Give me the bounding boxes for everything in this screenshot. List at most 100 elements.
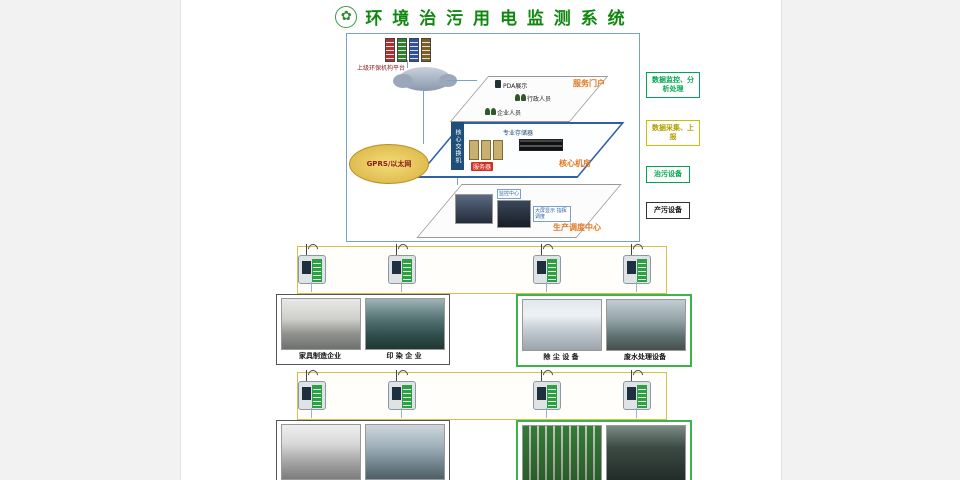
terminal-body [388, 381, 416, 410]
connector-line [546, 282, 547, 292]
signal-icon [395, 367, 411, 383]
admin-users-label: 行政人员 [515, 94, 551, 103]
server-tower-icon [481, 140, 491, 160]
photo-paper-mill [281, 424, 361, 480]
antenna-icon [631, 370, 632, 381]
signal-icon [630, 367, 646, 383]
enterprise-group-row2 [276, 420, 450, 480]
brand-logo-icon: ✿ [335, 5, 358, 28]
photo-furniture-factory [281, 298, 361, 350]
connector-line [311, 282, 312, 292]
power-monitor-terminal [623, 367, 651, 410]
antenna-icon [541, 244, 542, 255]
photo-green-scrubber-tower [522, 425, 602, 480]
pda-label: PDA展示 [495, 80, 527, 90]
connector-line [407, 60, 408, 68]
antenna-icon [306, 244, 307, 255]
upper-org-servers-icon [385, 38, 433, 66]
pda-text: PDA展示 [503, 83, 528, 90]
antenna-icon [396, 244, 397, 255]
terminal-label-strip [312, 259, 322, 282]
caption-dyeing: 印 染 企 业 [386, 352, 422, 360]
terminal-label-strip [312, 385, 322, 408]
terminal-body [623, 381, 651, 410]
terminal-label-strip [637, 385, 647, 408]
signal-icon [395, 241, 411, 257]
internet-cloud-bump-icon [393, 74, 413, 88]
person-icon [515, 94, 520, 101]
terminal-screen [627, 387, 636, 400]
signal-icon [305, 241, 321, 257]
pda-icon [495, 80, 501, 88]
gprs-label: GPRS/以太网 [366, 160, 412, 168]
photo-chemical-plant [365, 424, 445, 480]
server-rack-icon [385, 38, 395, 62]
content-area: ✿ 环 境 治 污 用 电 监 测 系 统 上级环保机构平台 PDA展示 行政人… [180, 0, 782, 480]
server-tower-icon [469, 140, 479, 160]
caption-wastewater: 废水处理设备 [624, 353, 666, 361]
enterprise-users-text: 企业人员 [497, 110, 522, 117]
dispatch-label-1: 监控中心 [497, 189, 522, 199]
server-rack-icon [409, 38, 419, 62]
terminal-body [623, 255, 651, 284]
legend-pollution-equipment: 产污设备 [646, 202, 690, 220]
connector-line [636, 408, 637, 418]
terminal-group-row1 [297, 246, 667, 294]
power-monitor-terminal [388, 367, 416, 410]
treatment-group-row1: 除 尘 设 备 废水处理设备 [516, 294, 692, 367]
server-tower-icon [493, 140, 503, 160]
photo-dust-removal [522, 299, 602, 351]
caption-furniture: 家具制造企业 [299, 352, 341, 360]
page-title: 环 境 治 污 用 电 监 测 系 统 [365, 9, 627, 29]
person-icon [521, 94, 526, 101]
person-icon [485, 108, 490, 115]
connector-line [447, 80, 477, 81]
power-monitor-terminal [298, 367, 326, 410]
signal-icon [630, 241, 646, 257]
photo-control-screen [497, 200, 531, 228]
power-monitor-terminal [388, 241, 416, 284]
server-label: 服务器 [471, 162, 494, 171]
connector-line [423, 91, 424, 144]
terminal-label-strip [637, 259, 647, 282]
connector-line [311, 408, 312, 418]
server-rack-icon [397, 38, 407, 62]
antenna-icon [396, 370, 397, 381]
legend-data-collect: 数据采集、上报 [646, 120, 700, 147]
core-switch: 核心交换机 [451, 122, 464, 170]
terminal-body [533, 255, 561, 284]
terminal-screen [392, 387, 401, 400]
terminal-label-strip [547, 259, 557, 282]
terminal-screen [302, 387, 311, 400]
dispatch-label-2: 大屏显示 指挥调度 [533, 206, 571, 222]
antenna-icon [306, 370, 307, 381]
caption-dust: 除 尘 设 备 [543, 353, 579, 361]
antenna-icon [631, 244, 632, 255]
photo-dyeing-factory [365, 298, 445, 350]
header: ✿ 环 境 治 污 用 电 监 测 系 统 [181, 4, 781, 29]
antenna-icon [541, 370, 542, 381]
connector-line [636, 282, 637, 292]
terminal-label-strip [547, 385, 557, 408]
legend-data-monitor: 数据监控、分析处理 [646, 72, 700, 99]
terminal-label-strip [402, 259, 412, 282]
legend-treatment-equipment: 治污设备 [646, 166, 690, 184]
terminal-screen [627, 261, 636, 274]
enterprise-users-label: 企业人员 [485, 108, 521, 117]
power-monitor-terminal [533, 241, 561, 284]
power-monitor-terminal [533, 367, 561, 410]
storage-device-icon [519, 139, 563, 151]
terminal-screen [537, 387, 546, 400]
enterprise-group-row1: 家具制造企业 印 染 企 业 [276, 294, 450, 365]
terminal-label-strip [402, 385, 412, 408]
signal-icon [305, 367, 321, 383]
power-monitor-terminal [298, 241, 326, 284]
terminal-screen [392, 261, 401, 274]
service-portal-title: 服务门户 [573, 79, 605, 88]
terminal-screen [302, 261, 311, 274]
admin-users-text: 行政人员 [527, 96, 552, 103]
terminal-body [388, 255, 416, 284]
terminal-body [298, 255, 326, 284]
signal-icon [540, 241, 556, 257]
